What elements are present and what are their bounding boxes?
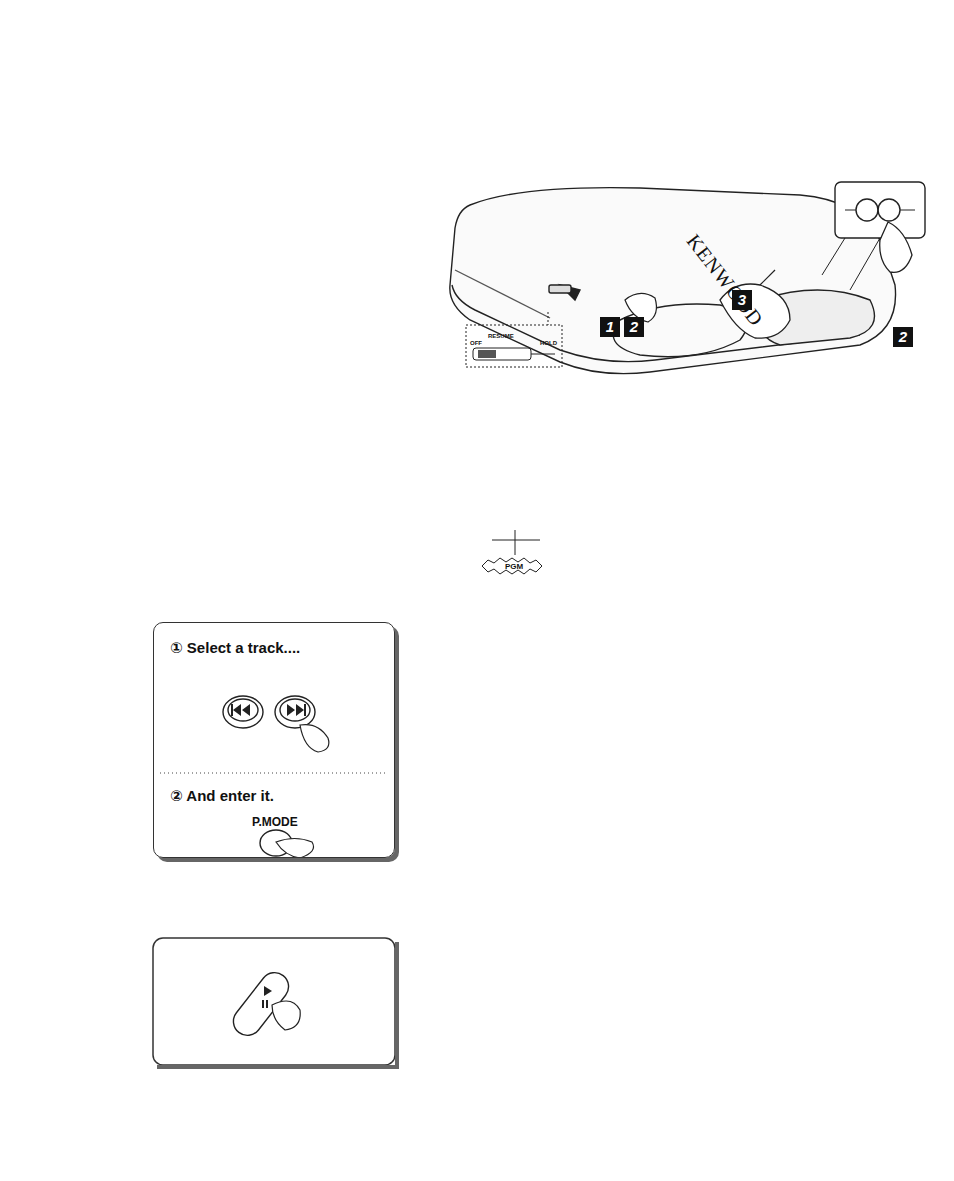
panel-text: ② And enter it. (170, 787, 274, 805)
callout-number: 2 (893, 327, 913, 347)
switch-label: HOLD (540, 340, 557, 346)
callout-number: 1 (600, 317, 620, 337)
panel-text: ① Select a track.... (170, 639, 300, 657)
callout-number: 2 (624, 317, 644, 337)
instruction-panel: ① Select a track.... ② And enter it. P.MOD… (153, 622, 395, 858)
callout-number: 3 (732, 290, 752, 310)
switch-label: RESUME (488, 333, 514, 339)
indicator-label: PGM (505, 562, 523, 571)
cd-player (450, 188, 896, 374)
switch-label: OFF (470, 340, 482, 346)
panel-text: P.MODE (252, 815, 298, 829)
